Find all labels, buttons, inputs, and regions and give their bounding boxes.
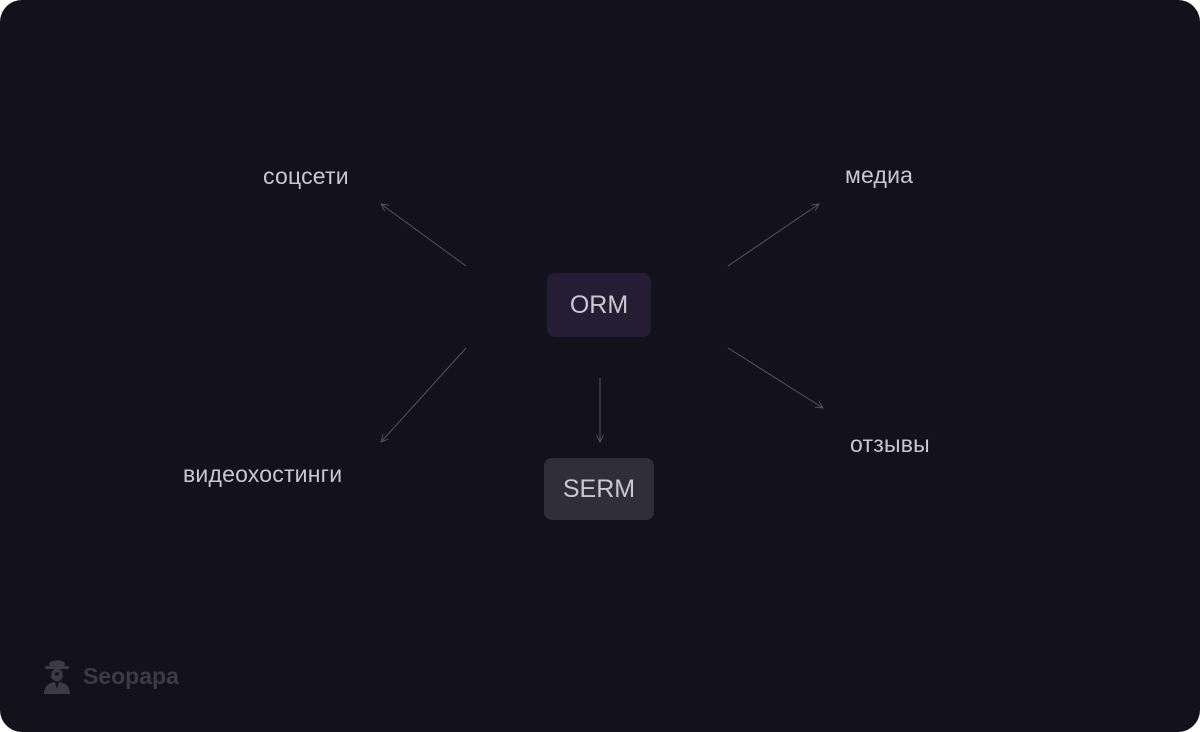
arrow-to-reviews (727, 347, 823, 408)
arrow-to-media (727, 204, 819, 267)
node-serm: SERM (544, 458, 654, 520)
node-orm: ORM (547, 273, 651, 337)
label-reviews: отзывы (850, 431, 930, 457)
label-social: соцсети (263, 163, 349, 189)
brand-watermark: Seopapa (42, 656, 179, 696)
detective-icon (44, 660, 70, 694)
arrow-to-video (381, 347, 467, 442)
arrow-to-social (381, 204, 467, 267)
brand-name: Seopapa (83, 662, 179, 689)
label-media: медиа (845, 162, 914, 188)
node-orm-label: ORM (569, 290, 629, 319)
label-video: видеохостинги (183, 461, 343, 487)
node-serm-label: SERM (562, 474, 636, 503)
